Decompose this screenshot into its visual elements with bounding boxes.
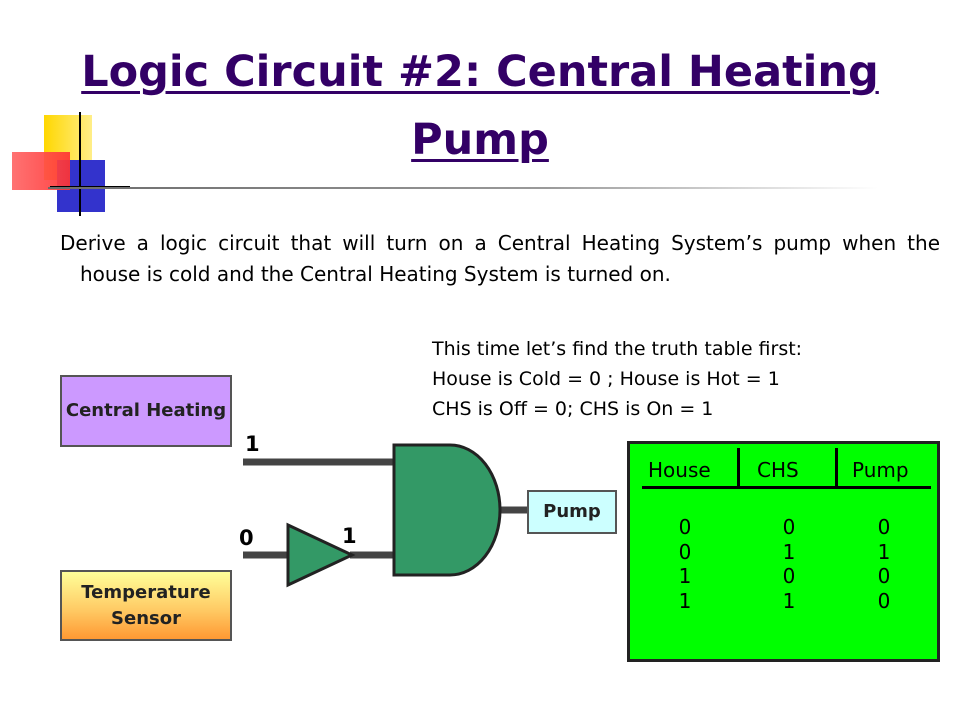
signal-sensor: 0	[239, 526, 254, 550]
column-house: 0 0 1 1	[650, 515, 720, 613]
column-divider-2	[835, 448, 838, 486]
cell-pump-0: 0	[877, 515, 891, 539]
cell-house-2: 1	[678, 564, 692, 588]
cell-house-3: 1	[678, 588, 692, 613]
intro-paragraph: Derive a logic circuit that will turn on…	[60, 231, 940, 286]
cell-chs-1: 1	[782, 539, 796, 564]
not-gate	[286, 522, 356, 588]
slide-title-text: Logic Circuit #2: Central Heating Pump	[81, 47, 879, 165]
truth-table-note: This time let’s find the truth table fir…	[432, 334, 957, 424]
slide-title: Logic Circuit #2: Central Heating Pump	[40, 38, 920, 174]
column-divider-1	[737, 448, 740, 486]
cell-house-0: 0	[678, 515, 692, 539]
cell-pump-3: 0	[877, 588, 891, 613]
cell-chs-0: 0	[782, 515, 796, 539]
header-separator	[642, 486, 931, 489]
column-pump: 0 1 0 0	[849, 515, 919, 613]
header-house: House	[648, 458, 711, 482]
deco-vertical-line	[79, 112, 81, 216]
cell-house-1: 0	[678, 539, 692, 564]
pump-box: Pump	[527, 490, 617, 534]
deco-red-square	[12, 152, 70, 190]
title-rule	[48, 187, 878, 189]
truth-table: House CHS Pump 0 0 1 1 0 1 0 1 0 1 0 0	[627, 441, 940, 662]
cell-chs-3: 1	[782, 588, 796, 613]
column-chs: 0 1 0 1	[754, 515, 824, 613]
central-heating-box: Central Heating	[60, 375, 232, 447]
note-line-2: House is Cold = 0 ; House is Hot = 1	[432, 368, 780, 390]
and-gate	[392, 443, 502, 577]
header-pump: Pump	[852, 458, 909, 482]
cell-pump-1: 1	[877, 539, 891, 564]
signal-heating: 1	[245, 432, 260, 456]
note-line-1: This time let’s find the truth table fir…	[432, 338, 803, 360]
header-chs: CHS	[757, 458, 799, 482]
signal-inverted: 1	[342, 524, 357, 548]
temperature-sensor-box: Temperature Sensor	[60, 570, 232, 641]
cell-pump-2: 0	[877, 564, 891, 588]
note-line-3: CHS is Off = 0; CHS is On = 1	[432, 398, 714, 420]
cell-chs-2: 0	[782, 564, 796, 588]
